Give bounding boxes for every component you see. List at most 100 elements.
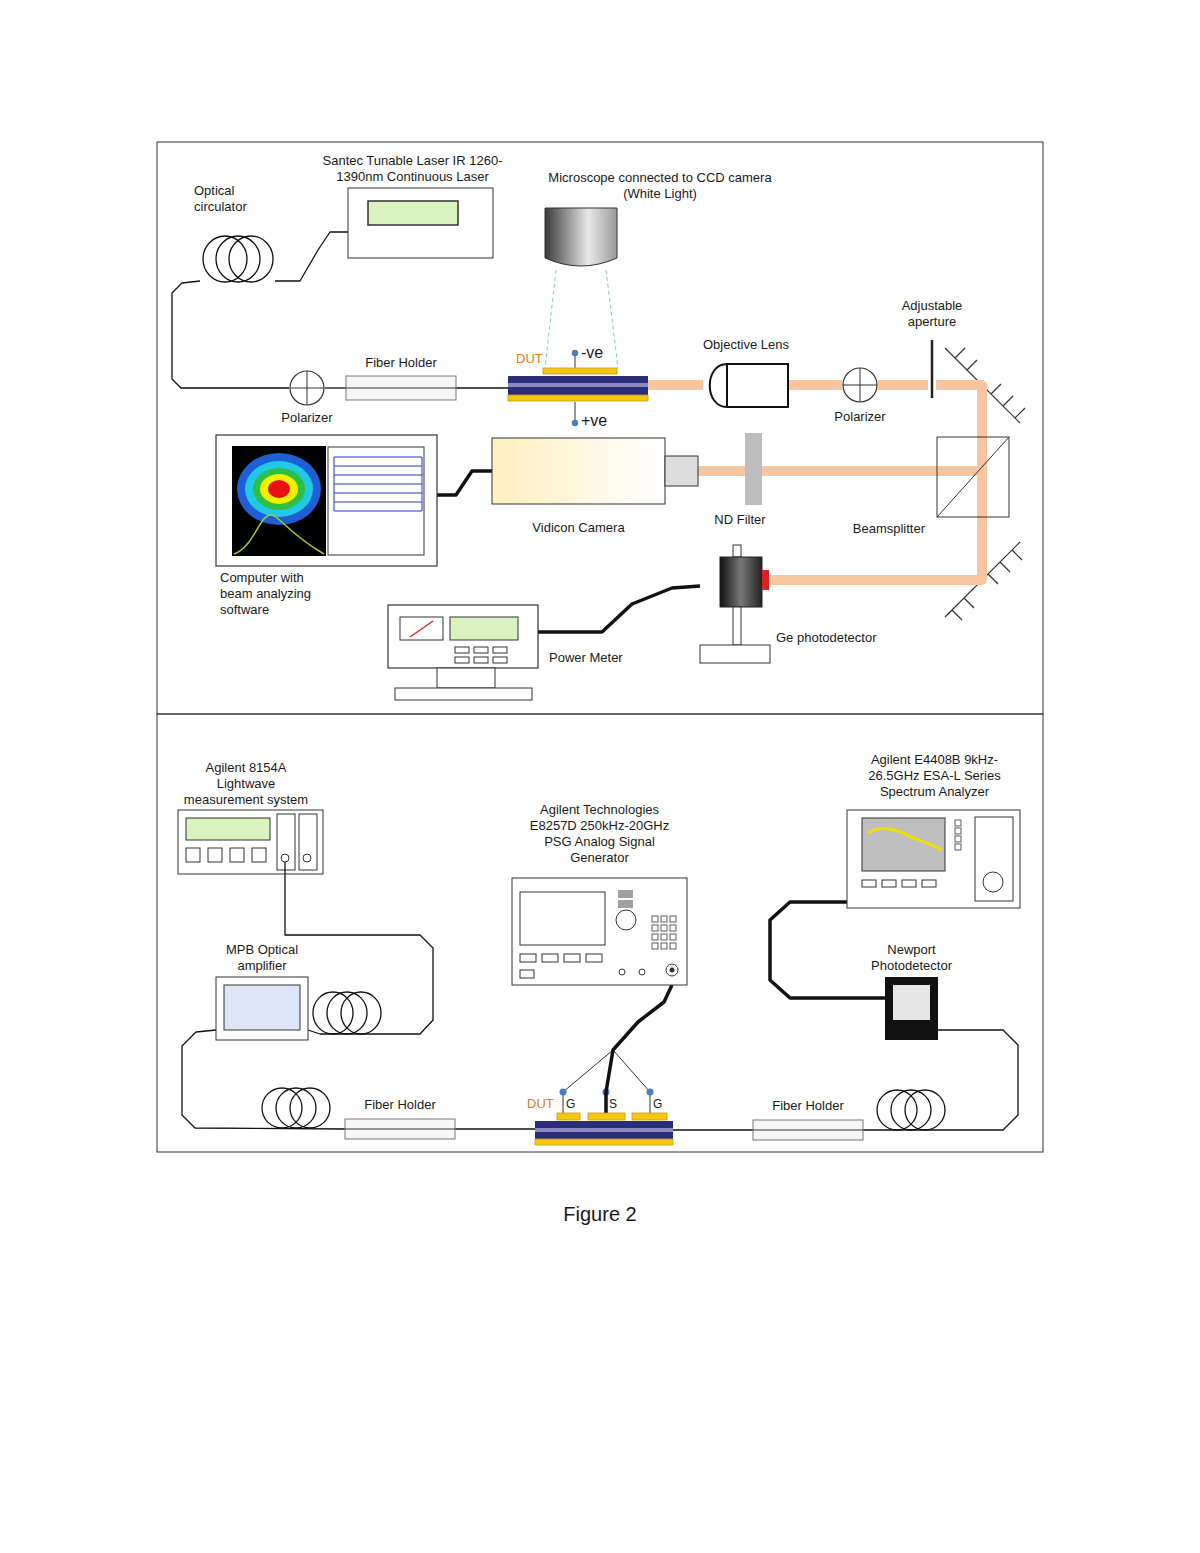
mirror-hatch <box>967 360 977 370</box>
photodetector-icon <box>700 545 770 663</box>
icon-part <box>700 645 770 663</box>
icon-part <box>216 236 260 282</box>
lightwave-system-icon <box>178 810 323 874</box>
icon-part <box>216 435 437 566</box>
node-label: Santec Tunable Laser IR 1260-1390nm Cont… <box>305 153 520 185</box>
node-label: Polarizer <box>820 409 900 425</box>
optical-fiber <box>673 1129 753 1130</box>
nd-filter-icon <box>745 433 762 505</box>
laser-source: Santec Tunable Laser IR 1260-1390nm Cont… <box>348 188 493 258</box>
icon-part <box>245 461 313 517</box>
node-label: Computer with beam analyzing software <box>220 570 320 618</box>
optical-fiber <box>456 387 508 388</box>
icon-part <box>661 934 667 940</box>
light-beam <box>878 380 928 390</box>
icon-part <box>395 688 532 700</box>
light-beam <box>762 466 937 476</box>
icon-part <box>328 447 424 555</box>
icon-part <box>334 502 422 503</box>
mirror-hatch <box>1000 562 1010 572</box>
power-meter-icon <box>388 605 538 700</box>
optical-amplifier: MPB Optical amplifier <box>216 977 308 1040</box>
icon-part <box>508 376 648 383</box>
node-label: Agilent Technologies E8257D 250kHz-20GHz… <box>522 802 677 866</box>
optical-fiber <box>182 1030 345 1129</box>
icon-part <box>847 810 1020 908</box>
laser-source-icon <box>348 188 493 258</box>
node-label: Agilent 8154A Lightwave measurement syst… <box>181 760 311 808</box>
photodetector-icon <box>885 977 938 1040</box>
polarizer-icon <box>842 367 878 403</box>
mirror-hatch <box>1003 396 1013 406</box>
icon-part <box>564 954 580 962</box>
icon-part <box>661 925 667 931</box>
icon-part <box>843 385 877 386</box>
fiber-holder: Fiber Holder <box>345 1119 455 1139</box>
node-label: Newport Photodetector <box>860 942 963 974</box>
icon-part <box>733 545 741 557</box>
icon-part <box>400 617 443 640</box>
icon-part <box>277 814 295 870</box>
icon-part <box>619 969 625 975</box>
icon-part <box>368 201 458 225</box>
optical-amplifier-icon <box>216 977 308 1040</box>
spectrum-analyzer-icon <box>847 810 1020 908</box>
node-label: Beamsplitter <box>853 521 925 537</box>
node-label: Ge photodetector <box>776 630 876 646</box>
polarizer-icon <box>289 370 325 406</box>
node-label: Polarizer <box>267 410 347 426</box>
nd-filter: ND Filter <box>745 433 762 505</box>
icon-part <box>545 208 617 266</box>
probe-dot <box>560 1089 567 1096</box>
light-beam <box>648 380 703 390</box>
probe-wire <box>613 1050 650 1092</box>
device-under-test-icon <box>508 368 648 402</box>
beamsplitter-icon <box>937 437 1009 517</box>
icon-part <box>437 668 495 688</box>
view-line <box>545 270 618 368</box>
node-label: Fiber Holder <box>346 355 456 371</box>
mirror-hatch <box>1015 408 1025 418</box>
signal-cable <box>538 586 700 632</box>
icon-part <box>520 954 536 962</box>
terminal-wire <box>575 402 576 420</box>
icon-part <box>652 943 658 949</box>
photodetector: Newport Photodetector <box>885 977 938 1040</box>
icon-part <box>508 387 648 395</box>
icon-part <box>937 437 1009 517</box>
device-under-test: DUT <box>535 1113 673 1145</box>
beamsplitter: Beamsplitter <box>937 437 1009 517</box>
signal-generator: Agilent Technologies E8257D 250kHz-20GHz… <box>512 878 687 985</box>
icon-part <box>955 820 961 826</box>
computer-icon <box>216 435 437 566</box>
icon-part <box>618 890 633 898</box>
icon-part <box>508 383 648 387</box>
icon-part <box>346 376 456 400</box>
fiber-holder: Fiber Holder <box>346 376 456 400</box>
mirror-hatch <box>952 610 962 620</box>
icon-part <box>670 934 676 940</box>
icon-part <box>762 570 769 590</box>
icon-part <box>670 925 676 931</box>
mirror-hatch <box>988 574 998 584</box>
icon-part <box>922 880 936 887</box>
icon-part <box>535 1121 673 1128</box>
pin-label: G <box>566 1097 575 1111</box>
optical-fiber <box>275 232 348 281</box>
icon-part <box>348 188 493 258</box>
icon-part <box>334 511 422 512</box>
icon-part <box>745 433 762 505</box>
icon-part <box>290 371 324 405</box>
icon-part <box>334 466 422 467</box>
icon-part <box>410 621 433 637</box>
node-label: Fiber Holder <box>345 1097 455 1113</box>
panel-frame <box>157 714 1043 1152</box>
signal-cable <box>437 471 492 495</box>
lightwave-system: Agilent 8154A Lightwave measurement syst… <box>178 810 323 874</box>
icon-part <box>543 368 617 374</box>
icon-part <box>983 872 1003 892</box>
icon-part <box>586 954 602 962</box>
icon-part <box>977 437 987 517</box>
terminal-dot <box>572 420 578 426</box>
fiber-coil <box>313 992 381 1034</box>
